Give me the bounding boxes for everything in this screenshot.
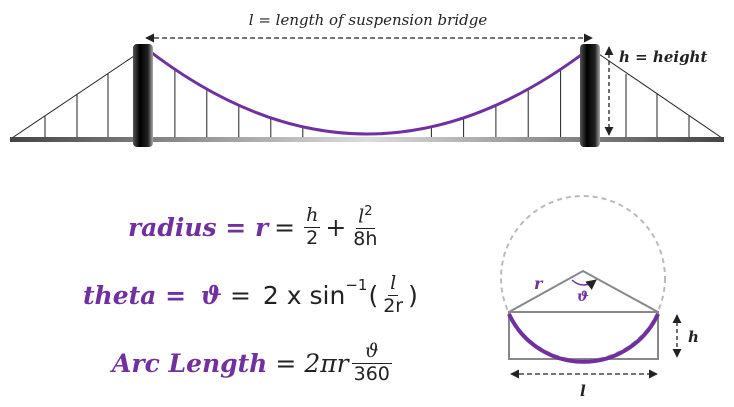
theta-close-paren: ) <box>408 280 418 310</box>
8h-denominator: 8h <box>353 228 378 251</box>
arc-theta-numerator: ϑ <box>364 340 379 362</box>
arc-expression: 2πr <box>304 348 349 378</box>
arc-360-denominator: 360 <box>351 362 392 385</box>
h-numerator: h <box>304 204 321 229</box>
circle-arc <box>507 313 660 364</box>
side-hangers <box>44 74 690 139</box>
radius-formula: radius = r = h 2 + l2 8h <box>128 205 382 250</box>
theta-open-paren: ( <box>368 280 379 310</box>
theta-angle-arc <box>571 279 597 290</box>
theta-prefix: 2 x sin <box>262 280 346 310</box>
radius-plus: + <box>325 213 347 243</box>
circle-diagram: r ϑ h l <box>500 195 699 400</box>
theta-symbol: ϑ <box>200 280 222 310</box>
bridge-deck <box>10 137 724 142</box>
radius-equals: = <box>274 213 296 243</box>
radius-triangle <box>508 269 659 313</box>
main-cable <box>142 44 594 136</box>
arc-length-formula: Arc Length = 2πr ϑ 360 <box>112 340 395 385</box>
radius-formula-name: radius = r <box>128 213 269 243</box>
side-stay-cables <box>11 49 723 139</box>
l-numerator: l <box>358 205 365 228</box>
theta-over-360-fraction: ϑ 360 <box>351 340 392 385</box>
h-denominator: 2 <box>306 227 319 250</box>
suspension-bridge: l = length of suspension bridge h = heig… <box>10 11 724 147</box>
right-tower <box>580 44 600 147</box>
h-over-2-fraction: h 2 <box>304 204 321 250</box>
l-exponent: 2 <box>364 204 373 219</box>
theta-formula: theta = ϑ = 2 x sin −1 ( l 2r ) <box>83 272 418 317</box>
circle-theta-label: ϑ <box>577 289 589 305</box>
circle-length-label: l <box>580 382 586 400</box>
circle-radius-label: r <box>534 274 544 293</box>
segment-box <box>508 311 659 360</box>
arc-equals: = <box>275 348 297 378</box>
main-span-hangers <box>174 69 562 139</box>
bridge-length-label: l = length of suspension bridge <box>249 11 488 29</box>
theta-formula-name: theta = <box>83 280 195 310</box>
arc-length-formula-name: Arc Length <box>112 348 268 378</box>
theta-inverse-exponent: −1 <box>345 276 368 294</box>
circle-height-label: h <box>688 328 699 346</box>
l-over-2r-denominator: 2r <box>383 294 404 317</box>
left-tower <box>133 44 153 147</box>
l-squared-over-8h-fraction: l2 8h <box>351 205 379 250</box>
l-over-2r-numerator: l <box>388 272 399 296</box>
theta-equals: = <box>229 280 251 310</box>
l-over-2r-fraction: l 2r <box>381 272 405 317</box>
bridge-height-label: h = height <box>619 48 707 66</box>
